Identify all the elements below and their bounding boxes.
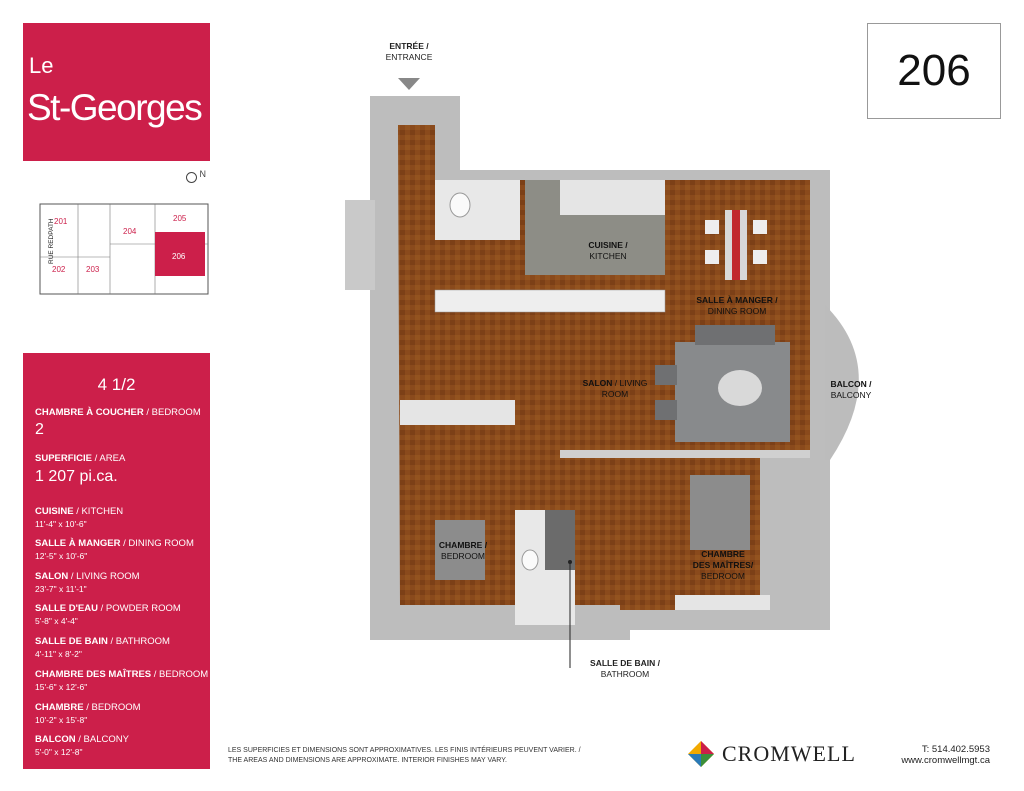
living-label: SALON / LIVING ROOM <box>582 378 648 399</box>
room-dimension: 5'-8" x 4'-4" <box>35 616 78 626</box>
room-dimension: 5'-0" x 12'-8" <box>35 747 83 757</box>
entry-label: ENTRÉE / ENTRANCE <box>385 41 433 62</box>
balcony-label: BALCON / BALCONY <box>830 379 872 400</box>
room-name: BALCON / BALCONY <box>35 734 129 745</box>
brand-header: Le St-Georges <box>23 23 210 161</box>
room-name: CHAMBRE / BEDROOM <box>35 702 141 713</box>
keyplan-unit-206: 206 <box>172 252 186 261</box>
keyplan-unit-204: 204 <box>123 227 137 236</box>
balcony <box>825 305 859 460</box>
company-name: CROMWELL <box>722 741 856 766</box>
keyplan-highlight <box>155 232 205 276</box>
company-logo: CROMWELL <box>688 741 856 767</box>
room-dimension: 11'-4" x 10'-6" <box>35 519 87 529</box>
keyplan-unit-202: 202 <box>52 265 66 274</box>
room-dimension: 4'-11" x 8'-2" <box>35 649 82 659</box>
brand-name: St-Georges <box>27 87 203 128</box>
bedroom-plan-label: CHAMBRE / BEDROOM <box>438 540 488 561</box>
keyplan-street: RUE REDPATH <box>48 218 55 264</box>
unit-type: 4 1/2 <box>97 375 136 394</box>
room-dimension: 12'-5" x 10'-6" <box>35 551 88 561</box>
powder-room <box>435 180 520 240</box>
entry-arrow-icon <box>398 78 420 90</box>
keyplan-unit-205: 205 <box>173 214 187 223</box>
cromwell-logo-icon <box>688 741 714 767</box>
bathroom-callout-line <box>568 560 572 668</box>
area-label: SUPERFICIE / AREA <box>35 453 126 464</box>
north-label: N <box>199 169 207 179</box>
room-name: SALLE DE BAIN / BATHROOM <box>35 636 170 647</box>
room-name: SALLE À MANGER / DINING ROOM <box>35 538 194 549</box>
room-dimension: 15'-6" x 12'-6" <box>35 682 88 692</box>
bathroom-plan-label: SALLE DE BAIN / BATHROOM <box>590 658 660 679</box>
bed <box>435 520 485 580</box>
room-name: CHAMBRE DES MAÎTRES / BEDROOM <box>35 669 209 680</box>
unit-number: 206 <box>867 23 1001 119</box>
contact-info: T: 514.402.5953 www.cromwellmgt.ca <box>870 744 990 766</box>
compass-icon <box>186 172 197 183</box>
north-indicator: N <box>186 169 207 183</box>
kitchen-label: CUISINE / KITCHEN <box>588 240 628 261</box>
room-name: SALON / LIVING ROOM <box>35 571 140 582</box>
phone: T: 514.402.5953 <box>921 744 990 755</box>
floor-plan <box>345 78 859 640</box>
master-bed <box>690 475 750 550</box>
keyplan-unit-203: 203 <box>86 265 100 274</box>
room-name: SALLE D'EAU / POWDER ROOM <box>35 603 181 614</box>
website[interactable]: www.cromwellmgt.ca <box>901 755 990 766</box>
key-plan: RUE REDPATH 201 202 203 204 205 206 <box>39 203 209 295</box>
bedroom-count: 2 <box>35 421 44 438</box>
brand-prefix: Le <box>29 53 54 78</box>
master-bedroom-label: CHAMBRE DES MAÎTRES/ BEDROOM <box>692 549 754 581</box>
disclaimer: LES SUPERFICIES ET DIMENSIONS SONT APPRO… <box>228 747 581 764</box>
room-dimension: 23'-7" x 11'-1" <box>35 584 87 594</box>
bedroom-label: CHAMBRE À COUCHER / BEDROOM <box>35 407 201 418</box>
area-value: 1 207 pi.ca. <box>35 468 118 485</box>
keyplan-unit-201: 201 <box>54 217 68 226</box>
dining-label: SALLE À MANGER / DINING ROOM <box>696 295 778 316</box>
room-dimension: 10'-2" x 15'-8" <box>35 715 88 725</box>
room-name: CUISINE / KITCHEN <box>35 506 124 517</box>
unit-info-panel: 4 1/2 CHAMBRE À COUCHER / BEDROOM 2 SUPE… <box>23 353 210 769</box>
